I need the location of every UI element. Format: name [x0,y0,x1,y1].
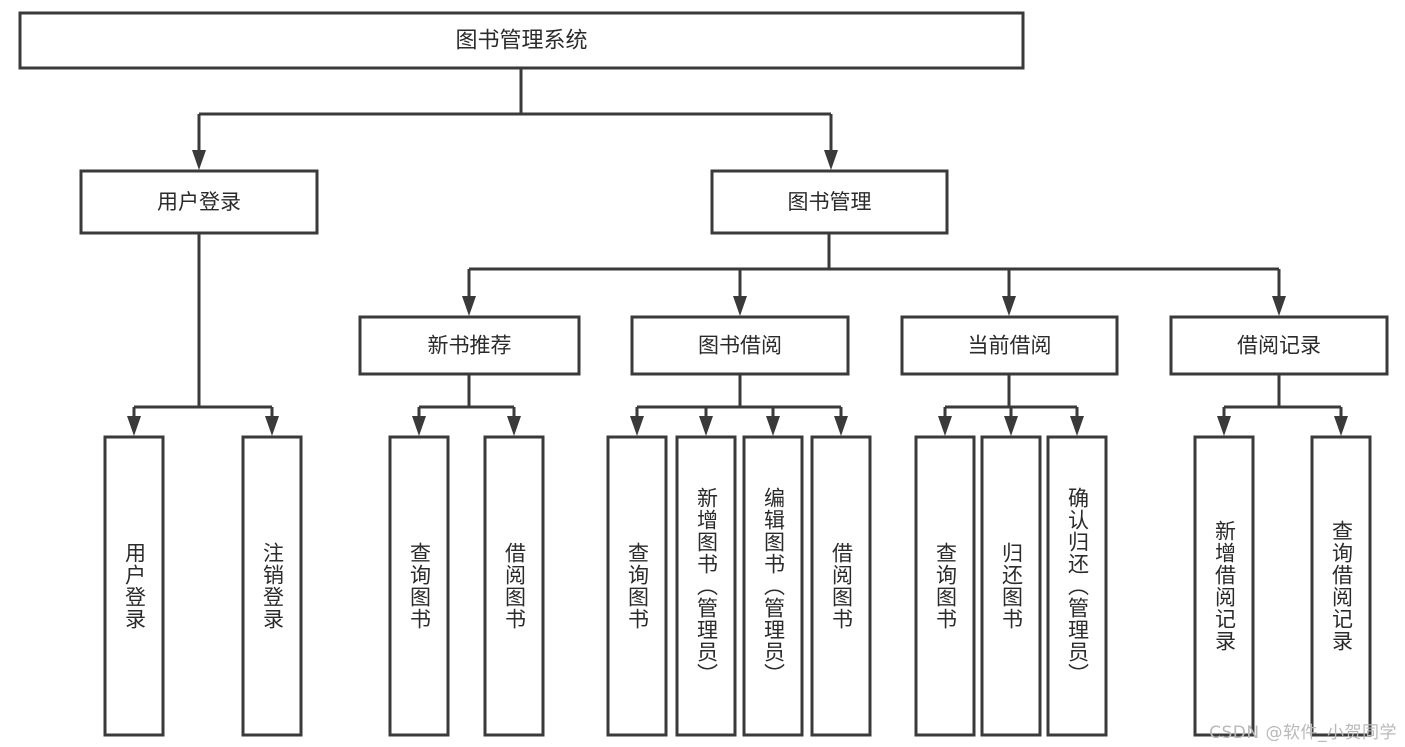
root-node-图书管理系统[interactable]: 图书管理系统 [18,11,1025,70]
arrow-leaf-1-icon [127,416,141,436]
arrow-leaf-11-icon [1070,416,1084,436]
arrow-leaf-10-icon [1004,416,1018,436]
leaf-node-box-注销登录-1[interactable] [241,435,303,737]
arrow-leaf-5-icon [630,416,644,436]
leaf-node-box-查询图书-2[interactable] [388,435,450,737]
leaf-node-box-用户登录-0[interactable] [103,435,165,737]
arrow-leaf-4-icon [507,416,521,436]
arrow-leaf-6-icon [699,416,713,436]
level2-node-box [900,315,1119,376]
level1-node-label: 用户登录 [157,190,241,214]
leaf-node-box-借阅图书-3[interactable] [483,435,545,737]
arrow-leaf-9-icon [938,416,952,436]
leaf-node-box-编辑图书管理员-6[interactable] [742,435,804,737]
root-node-label: 图书管理系统 [455,29,587,54]
arrow-book-manage-icon [824,150,838,170]
level2-node-label: 图书借阅 [698,334,782,358]
arrow-leaf-8-icon [834,416,848,436]
level1-node-label: 图书管理 [788,190,872,214]
leaf-node-box-确认归还管理员-10[interactable] [1046,435,1108,737]
level2-node-当前借阅[interactable]: 当前借阅 [900,315,1119,376]
leaf-node-box-查询图书-8[interactable] [914,435,976,737]
arrow-current-borrow-icon [1002,296,1016,316]
arrow-leaf-12-icon [1217,416,1231,436]
arrow-leaf-13-icon [1334,416,1348,436]
level2-node-label: 借阅记录 [1237,334,1321,358]
leaf-node-box-查询借阅记录-12[interactable] [1310,435,1372,737]
arrow-book-borrow-icon [733,296,747,316]
level2-node-新书推荐[interactable]: 新书推荐 [358,315,581,376]
level1-node-用户登录[interactable]: 用户登录 [79,169,319,235]
leaf-node-box-查询图书-4[interactable] [606,435,668,737]
arrow-leaf-3-icon [412,416,426,436]
level2-node-box [630,315,850,376]
arrow-borrow-record-icon [1272,296,1286,316]
level1-node-box [79,169,319,235]
arrow-new-book-icon [462,296,476,316]
leaf-node-box-新增借阅记录-11[interactable] [1193,435,1255,737]
arrow-user-login-icon [192,150,206,170]
level1-node-图书管理[interactable]: 图书管理 [710,169,949,235]
level2-node-图书借阅[interactable]: 图书借阅 [630,315,850,376]
leaf-node-box-借阅图书-7[interactable] [810,435,872,737]
level2-node-label: 当前借阅 [968,334,1052,358]
arrow-leaf-7-icon [766,416,780,436]
level1-node-box [710,169,949,235]
level2-node-借阅记录[interactable]: 借阅记录 [1169,315,1389,376]
leaf-node-box-新增图书管理员-5[interactable] [675,435,737,737]
arrow-leaf-2-icon [265,416,279,436]
leaf-node-box-归还图书-9[interactable] [980,435,1042,737]
level2-node-label: 新书推荐 [428,334,512,358]
root-node-box [18,11,1025,70]
level2-node-box [1169,315,1389,376]
watermark-text: CSDN @软件_小贺同学 [1209,723,1397,743]
level2-node-box [358,315,581,376]
